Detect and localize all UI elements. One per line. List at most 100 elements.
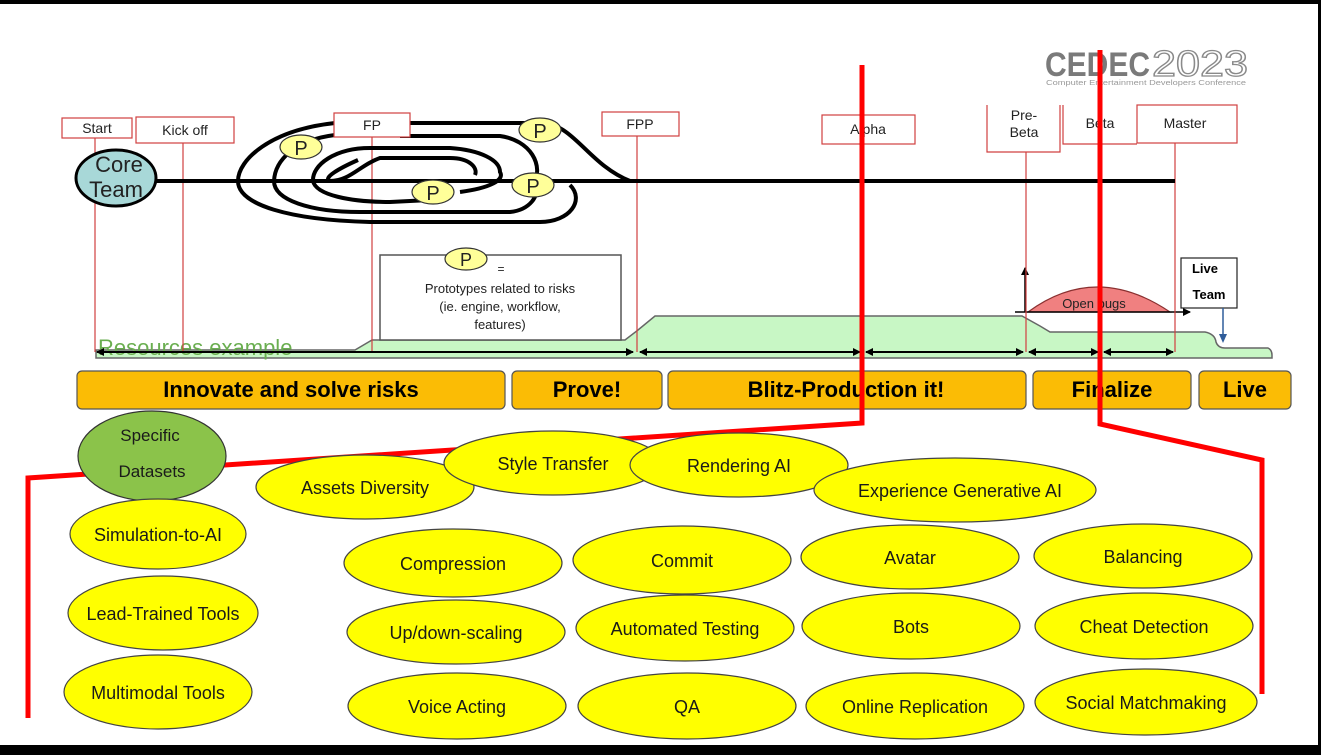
- phase-live: Live: [1198, 370, 1292, 410]
- svg-text:Social Matchmaking: Social Matchmaking: [1065, 693, 1226, 713]
- phase-blitz: Blitz-Production it!: [667, 370, 1027, 410]
- svg-text:Online Replication: Online Replication: [842, 697, 988, 717]
- milestones: Start Kick off FP FPP Alpha Pre-Beta Bet…: [61, 104, 1238, 153]
- phase-innovate: Innovate and solve risks: [76, 370, 506, 410]
- svg-text:features): features): [474, 317, 525, 332]
- svg-text:Prove!: Prove!: [553, 377, 621, 402]
- live-team-box: Live Team: [1180, 257, 1238, 309]
- topic-social-matchmaking: Social Matchmaking: [1034, 668, 1258, 736]
- svg-text:Experience Generative AI: Experience Generative AI: [858, 481, 1062, 501]
- prototype-legend: P = Prototypes related to risks (ie. eng…: [379, 247, 622, 341]
- core-team-line1: Core: [95, 152, 143, 177]
- topic-lead-trained-tools: Lead-Trained Tools: [67, 575, 259, 651]
- prototype-markers: P P P P: [279, 117, 562, 205]
- topic-balancing: Balancing: [1033, 523, 1253, 589]
- svg-text:Beta: Beta: [1010, 124, 1039, 140]
- prototype-marker: P: [518, 117, 562, 143]
- open-bugs-label: Open bugs: [1062, 296, 1126, 311]
- logo-subtitle: Computer Entertainment Developers Confer…: [1046, 78, 1246, 87]
- red-bracket-right: [1097, 50, 1265, 694]
- red-bracket-lines: [25, 50, 1265, 718]
- resources-label: Resources example: [98, 335, 292, 360]
- svg-text:=: =: [497, 262, 504, 276]
- svg-text:Automated Testing: Automated Testing: [611, 619, 760, 639]
- svg-text:FPP: FPP: [626, 116, 653, 132]
- svg-text:P: P: [460, 250, 472, 270]
- milestone-alpha: Alpha: [821, 114, 916, 145]
- topic-automated-testing: Automated Testing: [575, 594, 795, 662]
- svg-text:P: P: [426, 183, 439, 205]
- topic-qa: QA: [577, 672, 797, 740]
- svg-text:Team: Team: [1193, 287, 1226, 302]
- topic-simulation-to-ai: Simulation-to-AI: [69, 498, 247, 570]
- iteration-loops: [150, 121, 1175, 224]
- svg-text:Up/down-scaling: Up/down-scaling: [389, 623, 522, 643]
- slide: CEDEC 2023 Computer Entertainment Develo…: [0, 4, 1318, 745]
- prototype-marker: P: [511, 172, 555, 198]
- resources-area: [95, 315, 1273, 359]
- milestone-start: Start: [61, 117, 133, 139]
- svg-text:Avatar: Avatar: [884, 548, 936, 568]
- topic-rendering-ai: Rendering AI: [629, 432, 849, 498]
- phases: Innovate and solve risks Prove! Blitz-Pr…: [76, 370, 1292, 410]
- svg-text:Live: Live: [1192, 261, 1218, 276]
- svg-text:P: P: [526, 176, 539, 198]
- topic-bots: Bots: [801, 592, 1021, 660]
- svg-text:Kick off: Kick off: [162, 122, 208, 138]
- prototype-marker: P: [411, 179, 455, 205]
- development-timeline-diagram: CEDEC 2023 Computer Entertainment Develo…: [25, 42, 1292, 740]
- svg-text:QA: QA: [674, 697, 700, 717]
- svg-text:Master: Master: [1164, 115, 1207, 131]
- svg-text:Alpha: Alpha: [850, 121, 886, 137]
- svg-text:Pre-: Pre-: [1011, 107, 1038, 123]
- topic-voice-acting: Voice Acting: [347, 672, 567, 740]
- svg-text:P: P: [294, 138, 307, 160]
- topic-commit: Commit: [572, 525, 792, 595]
- cedec-logo: CEDEC 2023 Computer Entertainment Develo…: [1045, 42, 1249, 87]
- topic-multimodal-tools: Multimodal Tools: [63, 654, 253, 730]
- svg-text:Lead-Trained Tools: Lead-Trained Tools: [86, 604, 239, 624]
- topic-cheat-detection: Cheat Detection: [1034, 592, 1254, 660]
- svg-text:Assets Diversity: Assets Diversity: [301, 478, 429, 498]
- svg-text:Cheat Detection: Cheat Detection: [1079, 617, 1208, 637]
- phase-finalize: Finalize: [1032, 370, 1192, 410]
- svg-text:Innovate and solve risks: Innovate and solve risks: [163, 377, 419, 402]
- svg-text:Bots: Bots: [893, 617, 929, 637]
- milestone-kickoff: Kick off: [135, 116, 235, 144]
- prototype-marker: P: [279, 134, 323, 160]
- svg-text:Live: Live: [1223, 377, 1267, 402]
- milestone-master: Master: [1136, 104, 1238, 144]
- svg-text:Multimodal Tools: Multimodal Tools: [91, 683, 225, 703]
- svg-text:Start: Start: [82, 120, 112, 136]
- svg-text:Datasets: Datasets: [118, 462, 185, 481]
- milestone-fpp: FPP: [601, 111, 680, 137]
- svg-text:Prototypes related to risks: Prototypes related to risks: [425, 281, 576, 296]
- milestone-fp: FP: [333, 112, 411, 138]
- core-team-node: [74, 148, 158, 208]
- svg-text:Balancing: Balancing: [1103, 547, 1182, 567]
- svg-text:Rendering AI: Rendering AI: [687, 456, 791, 476]
- svg-text:Style Transfer: Style Transfer: [497, 454, 608, 474]
- milestone-prebeta: Pre-Beta: [986, 105, 1061, 153]
- topic-up-down-scaling: Up/down-scaling: [346, 599, 566, 665]
- svg-text:Commit: Commit: [651, 551, 713, 571]
- svg-text:FP: FP: [363, 117, 381, 133]
- svg-text:Voice Acting: Voice Acting: [408, 697, 506, 717]
- red-bracket-left: [25, 65, 865, 718]
- phase-prove: Prove!: [511, 370, 663, 410]
- svg-text:Blitz-Production it!: Blitz-Production it!: [748, 377, 945, 402]
- svg-text:P: P: [533, 121, 546, 143]
- topic-style-transfer: Style Transfer: [443, 430, 663, 496]
- svg-text:Specific: Specific: [120, 426, 180, 445]
- svg-text:Compression: Compression: [400, 554, 506, 574]
- topic-experience-generative-ai: Experience Generative AI: [813, 457, 1097, 523]
- topic-avatar: Avatar: [800, 524, 1020, 590]
- logo-year: 2023: [1152, 43, 1248, 84]
- topic-compression: Compression: [343, 528, 563, 598]
- core-team-line2: Team: [89, 177, 143, 202]
- svg-text:Simulation-to-AI: Simulation-to-AI: [94, 525, 222, 545]
- topic-online-replication: Online Replication: [805, 672, 1025, 740]
- svg-text:Finalize: Finalize: [1072, 377, 1153, 402]
